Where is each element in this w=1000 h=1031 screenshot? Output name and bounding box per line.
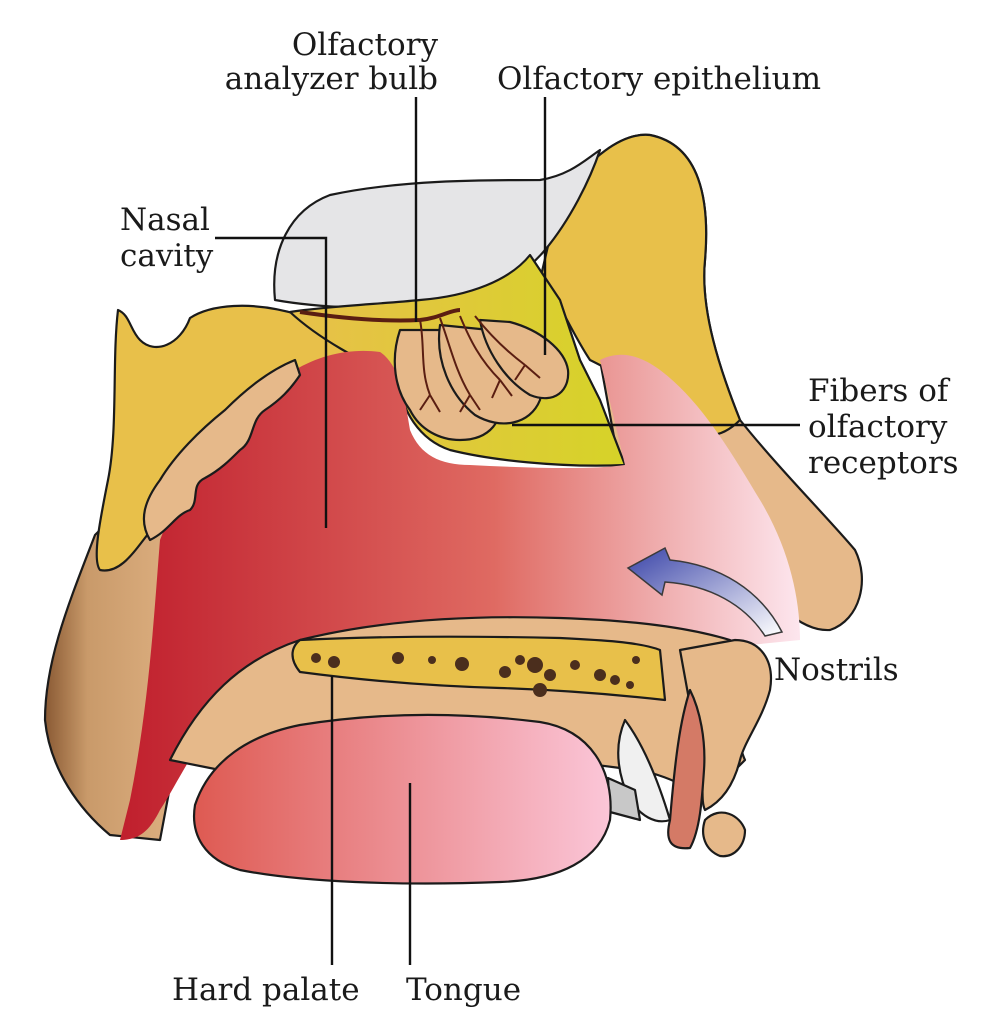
nasal-cavity-region <box>120 350 800 840</box>
label-fibers-3: receptors <box>808 445 959 481</box>
olfactory-lobes <box>393 318 570 442</box>
olfactory-nerve-fibers <box>419 315 541 413</box>
leader-lines <box>215 97 800 965</box>
label-nostrils: Nostrils <box>774 652 899 688</box>
olfactory-nerve <box>299 308 461 323</box>
lower-lip <box>702 811 747 858</box>
label-fibers-1: Fibers of <box>808 373 951 409</box>
label-olfactory-epithelium: Olfactory epithelium <box>497 61 821 97</box>
upper-lip <box>667 688 706 850</box>
label-fibers-2: olfactory <box>808 409 948 445</box>
label-nasal-cavity-2: cavity <box>120 238 214 274</box>
label-tongue: Tongue <box>406 972 521 1008</box>
palate-marrow-dots <box>311 652 640 697</box>
label-hard-palate: Hard palate <box>172 972 360 1008</box>
label-olfactory-bulb-1: Olfactory <box>292 27 439 63</box>
turbinates <box>142 358 302 542</box>
airflow-arrow-icon <box>626 546 784 637</box>
label-nasal-cavity-1: Nasal <box>120 202 210 238</box>
palate-bone <box>291 635 667 702</box>
label-olfactory-bulb-2: analyzer bulb <box>225 61 438 97</box>
tongue-region <box>193 713 612 885</box>
nasal-bone-upper <box>538 133 742 436</box>
